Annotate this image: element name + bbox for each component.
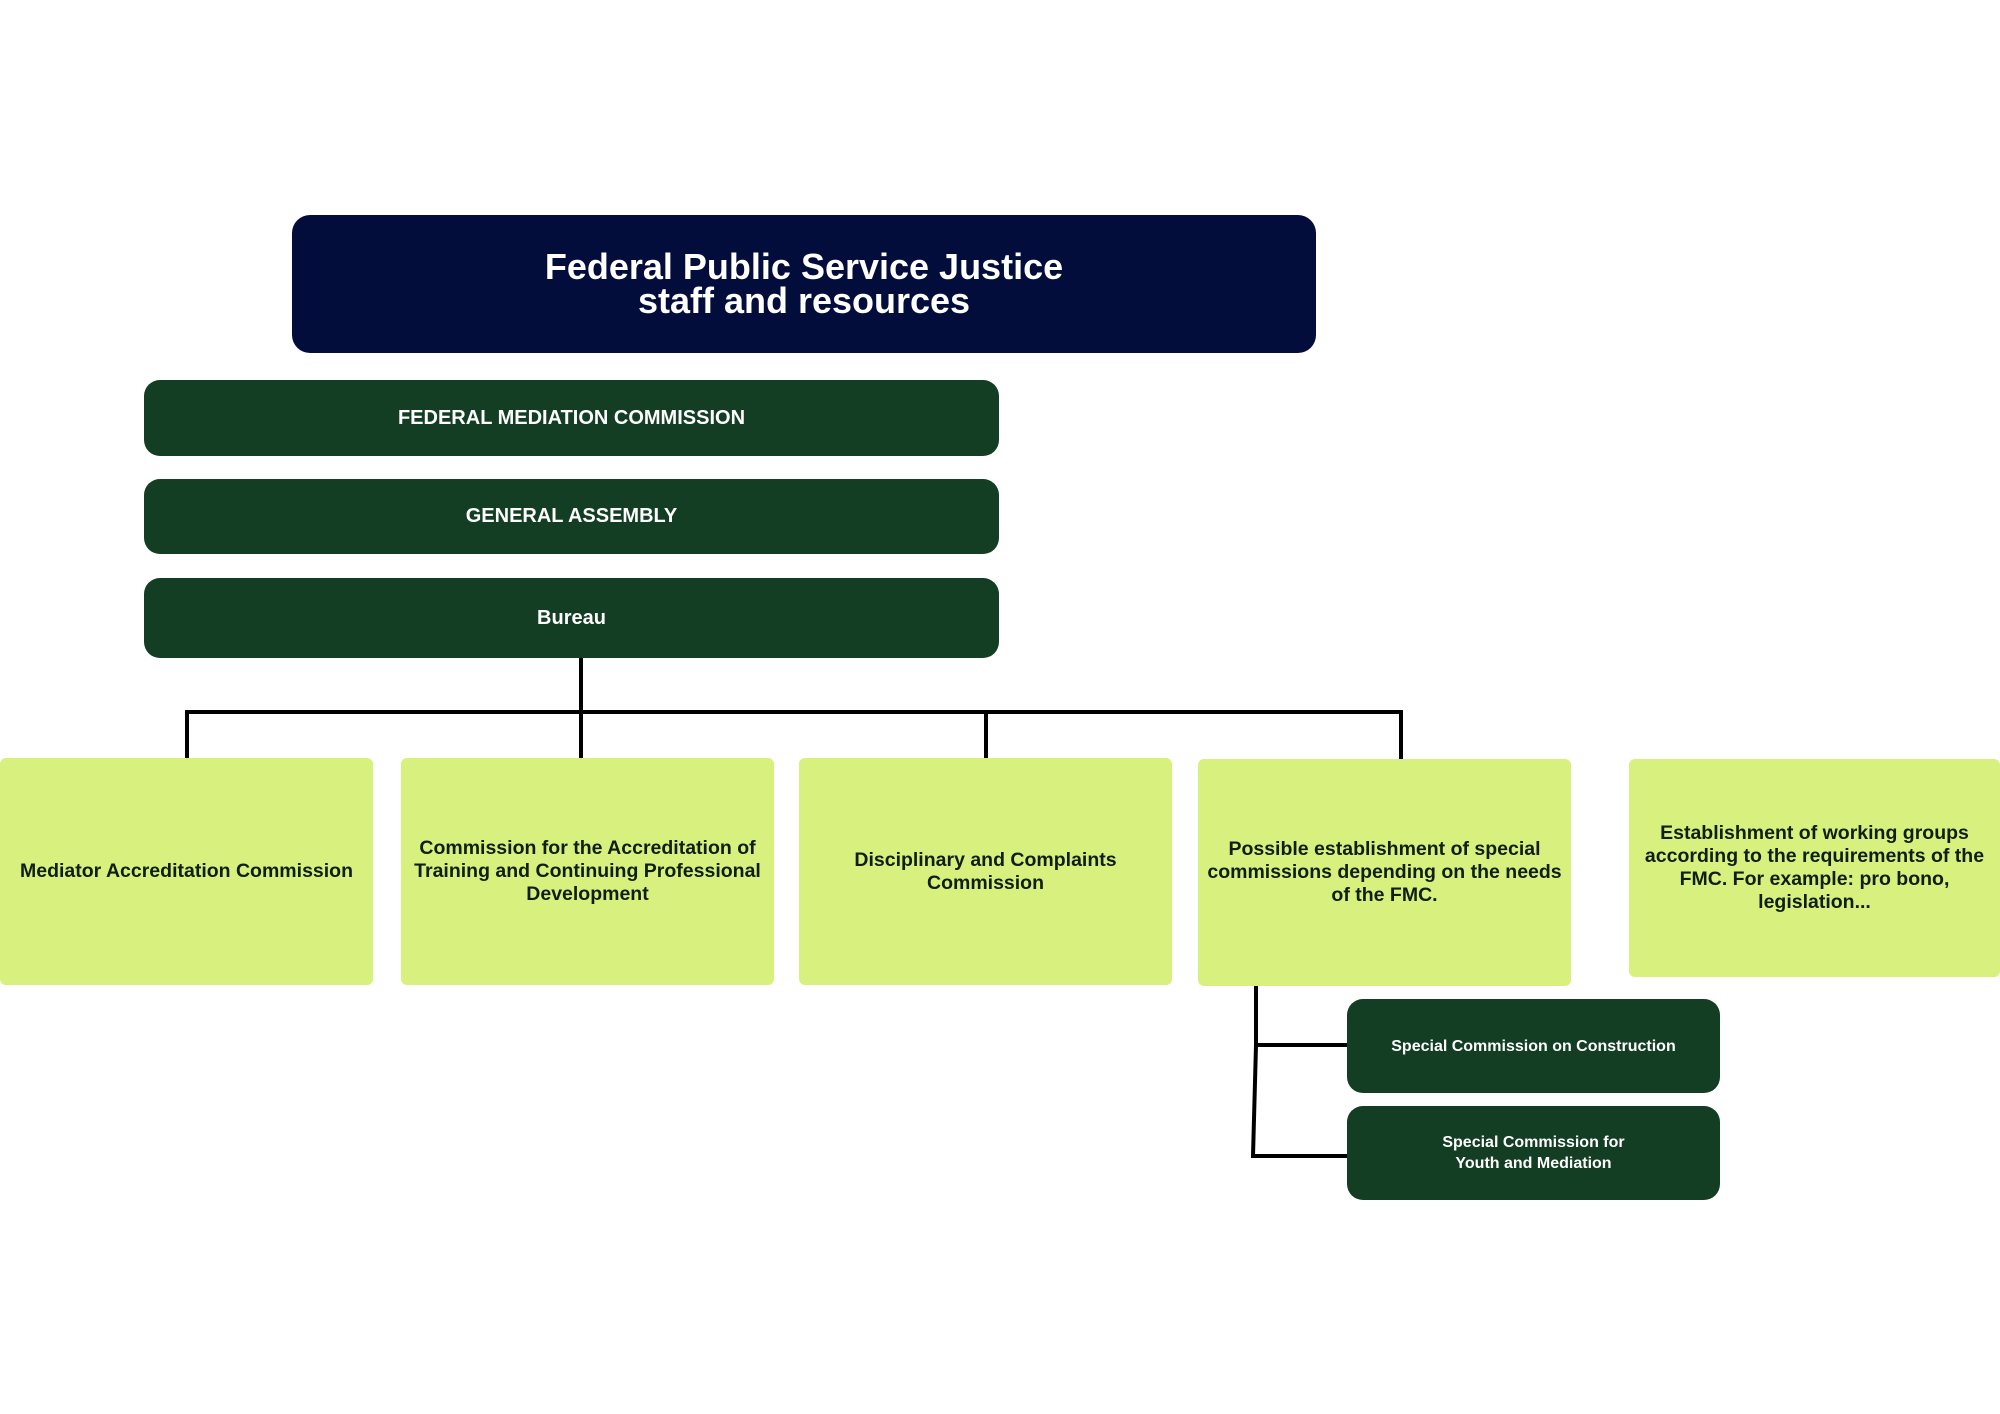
- special-commission-youth-box: Special Commission for Youth and Mediati…: [1347, 1106, 1720, 1200]
- commission-label: Commission for the Accreditation of Trai…: [414, 837, 761, 905]
- commission-label: Establishment of working groups accordin…: [1644, 822, 1985, 913]
- commission-label: Mediator Accreditation Commission: [20, 860, 353, 882]
- federal-mediation-commission-box: FEDERAL MEDIATION COMMISSION: [144, 380, 999, 456]
- working-groups-box: Establishment of working groups accordin…: [1629, 759, 2000, 977]
- special-branch-line: [1254, 983, 1349, 1047]
- commission-label: Possible establishment of special commis…: [1207, 838, 1562, 906]
- bureau-box: Bureau: [144, 578, 999, 658]
- general-assembly-box: GENERAL ASSEMBLY: [144, 479, 999, 554]
- special-commission-construction-label: Special Commission on Construction: [1391, 1037, 1676, 1055]
- bureau-label: Bureau: [537, 606, 606, 629]
- special-commissions-box: Possible establishment of special commis…: [1198, 759, 1571, 986]
- mediator-accreditation-box: Mediator Accreditation Commission: [0, 758, 373, 985]
- general-assembly-label: GENERAL ASSEMBLY: [465, 505, 678, 527]
- commission-label: Disciplinary and Complaints Commission: [854, 848, 1117, 894]
- special-commission-youth-label: Special Commission for Youth and Mediati…: [1442, 1134, 1625, 1172]
- header-title-line2: staff and resources: [637, 280, 971, 321]
- training-accreditation-box: Commission for the Accreditation of Trai…: [401, 758, 774, 985]
- special-branch-line-2: [1250, 1042, 1349, 1158]
- header-title-line1: Federal Public Service Justice: [544, 246, 1064, 287]
- disciplinary-complaints-box: Disciplinary and Complaints Commission: [799, 758, 1172, 985]
- federal-public-service-box: Federal Public Service Justice staff and…: [292, 215, 1316, 353]
- federal-mediation-commission-label: FEDERAL MEDIATION COMMISSION: [397, 406, 746, 429]
- special-commission-construction-box: Special Commission on Construction: [1347, 999, 1720, 1093]
